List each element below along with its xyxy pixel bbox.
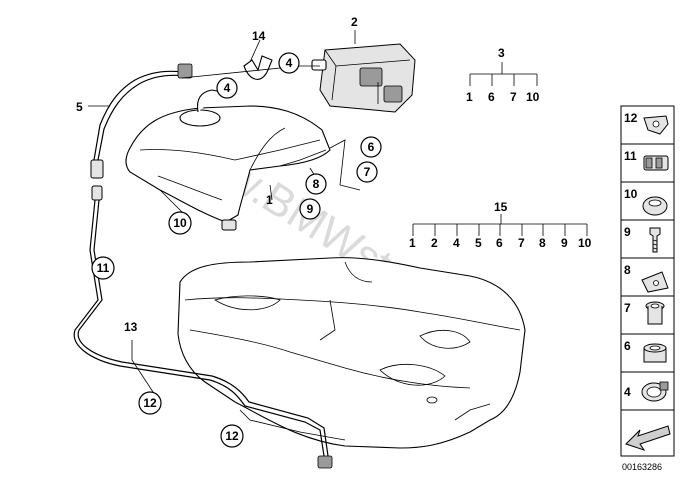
- fuel-tank: [177, 257, 526, 449]
- svg-text:4: 4: [286, 56, 293, 70]
- group-15-item: 9: [561, 236, 568, 250]
- group-15-item: 7: [518, 236, 525, 250]
- small-tank: [125, 89, 331, 231]
- diagram-id: 00163286: [622, 462, 662, 472]
- group-15-item: 2: [431, 236, 438, 250]
- group-15-items: 1 2 4 5 6 7 8 9 10: [409, 236, 592, 250]
- group-15-item: 5: [475, 236, 482, 250]
- circled-callout-7: 7: [356, 161, 378, 183]
- breather-pipes: [73, 63, 333, 469]
- group-15-item: 8: [539, 236, 546, 250]
- svg-text:4: 4: [224, 81, 231, 95]
- callout-2: 2: [351, 15, 358, 29]
- callout-13: 13: [124, 320, 138, 334]
- group-15-item: 6: [496, 236, 503, 250]
- circled-callout-11: 11: [91, 256, 115, 280]
- orientation-arrow-box: [620, 409, 675, 457]
- group-15-item: 1: [409, 236, 416, 250]
- svg-text:8: 8: [624, 263, 631, 277]
- group-3-item: 1: [466, 90, 473, 104]
- group-15-bracket: [412, 214, 588, 236]
- carbon-canister: [311, 43, 416, 113]
- group-3-item: 7: [510, 90, 517, 104]
- group-3-items: 1 6 7 10: [466, 90, 540, 104]
- circled-callout-10: 10: [168, 211, 192, 235]
- group-15-item: 10: [578, 236, 592, 250]
- side-parts-panel: 12 11 10 9 8: [620, 105, 675, 457]
- callout-14: 14: [252, 29, 266, 43]
- side-item-4[interactable]: 4: [620, 371, 675, 411]
- callout-1: 1: [266, 193, 273, 207]
- circled-callout-12b: 12: [220, 424, 244, 448]
- arrow-icon: [625, 425, 671, 451]
- svg-text:11: 11: [97, 261, 110, 275]
- side-item-9[interactable]: 9: [620, 219, 675, 259]
- side-item-8[interactable]: 8: [620, 257, 675, 297]
- svg-text:9: 9: [307, 202, 314, 216]
- svg-text:9: 9: [624, 225, 631, 239]
- side-item-12[interactable]: 12: [620, 105, 675, 145]
- circled-callout-8: 8: [305, 173, 327, 195]
- callout-5: 5: [76, 100, 83, 114]
- callout-3: 3: [498, 46, 505, 60]
- circled-callout-4a: 4: [278, 52, 300, 74]
- svg-text:12: 12: [624, 111, 638, 125]
- svg-text:12: 12: [225, 429, 239, 443]
- group-3-bracket: [469, 62, 538, 86]
- svg-text:10: 10: [624, 187, 638, 201]
- callout-15: 15: [494, 200, 508, 214]
- svg-text:7: 7: [624, 301, 631, 315]
- svg-text:4: 4: [624, 385, 631, 399]
- svg-text:11: 11: [624, 149, 637, 163]
- circled-callout-9: 9: [299, 198, 321, 220]
- side-item-10[interactable]: 10: [620, 181, 675, 221]
- hose-14: [243, 55, 273, 80]
- circled-callout-12a: 12: [138, 391, 162, 415]
- side-item-11[interactable]: 11: [620, 143, 675, 183]
- svg-text:8: 8: [313, 177, 320, 191]
- group-3-item: 6: [488, 90, 495, 104]
- side-item-6[interactable]: 6: [620, 333, 675, 373]
- circled-callout-6: 6: [360, 136, 382, 158]
- svg-text:10: 10: [173, 216, 187, 230]
- side-item-7[interactable]: 7: [620, 295, 675, 335]
- group-3-item: 10: [526, 90, 540, 104]
- circled-callout-4b: 4: [216, 77, 238, 99]
- group-15-item: 4: [453, 236, 460, 250]
- svg-text:7: 7: [364, 165, 371, 179]
- svg-text:6: 6: [368, 140, 375, 154]
- svg-text:12: 12: [143, 396, 157, 410]
- svg-text:6: 6: [624, 339, 631, 353]
